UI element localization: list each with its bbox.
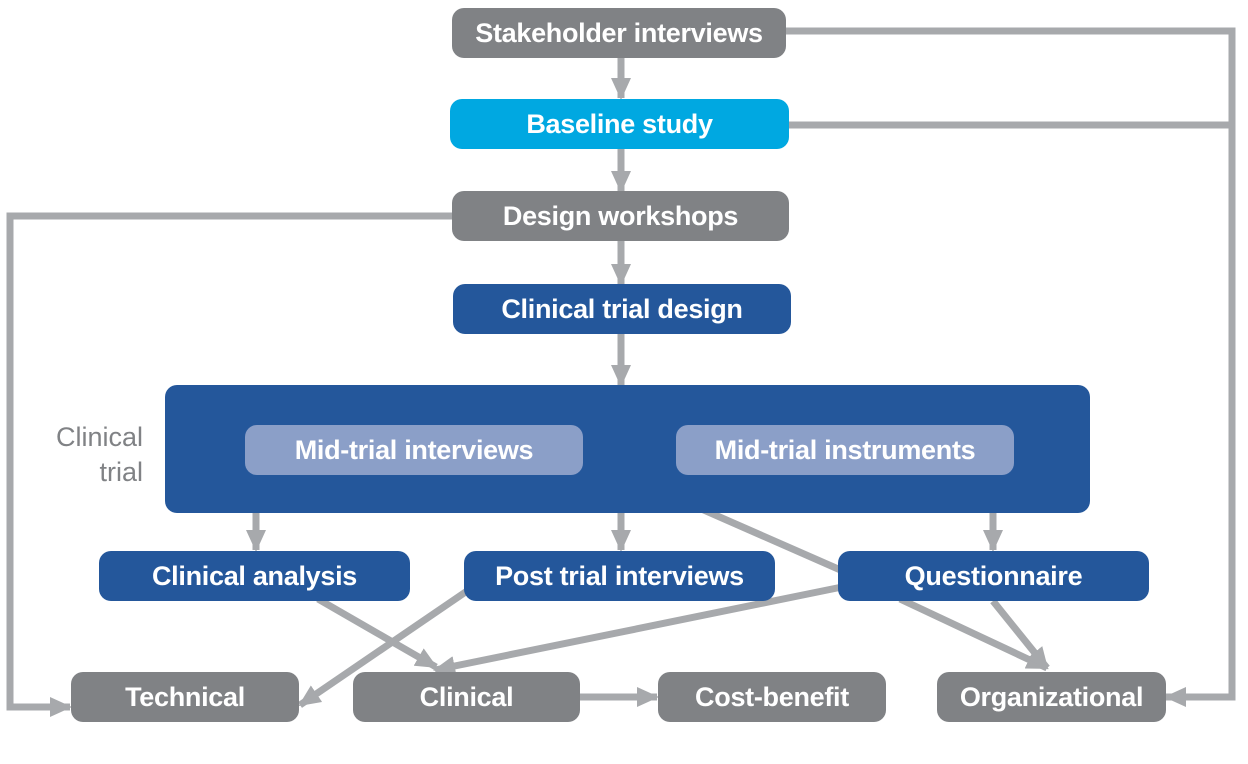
questionnaire-node: Questionnaire <box>838 551 1149 601</box>
organizational-node: Organizational <box>937 672 1166 722</box>
clinical-trial-design-node: Clinical trial design <box>453 284 791 334</box>
clinical-trial-label-line1: Clinical <box>55 422 143 452</box>
arrow-workshops-to-technical <box>6 212 452 717</box>
technical-node: Technical <box>71 672 299 722</box>
arrow-post-trial-to-technical <box>298 588 469 708</box>
post-trial-interviews-node: Post trial interviews <box>464 551 775 601</box>
arrow-clinical-analysis-to-clinical <box>316 595 438 671</box>
arrow-questionnaire-to-clinical <box>433 583 843 676</box>
clinical-trial-label: Clinical trial <box>30 420 143 490</box>
mid-trial-interviews-node: Mid-trial interviews <box>245 425 583 475</box>
clinical-node: Clinical <box>353 672 580 722</box>
mid-trial-instruments-node: Mid-trial instruments <box>676 425 1014 475</box>
design-workshops-node: Design workshops <box>452 191 789 241</box>
arrow-questionnaire-to-organizational-a <box>898 595 1049 672</box>
clinical-trial-label-line2: trial <box>99 457 143 487</box>
stakeholder-interviews-node: Stakeholder interviews <box>452 8 786 58</box>
clinical-analysis-node: Clinical analysis <box>99 551 410 601</box>
baseline-study-node: Baseline study <box>450 99 789 149</box>
arrow-questionnaire-to-organizational-b <box>990 598 1050 671</box>
arrow-stakeholder-to-organizational <box>786 27 1236 707</box>
cost-benefit-node: Cost-benefit <box>658 672 886 722</box>
